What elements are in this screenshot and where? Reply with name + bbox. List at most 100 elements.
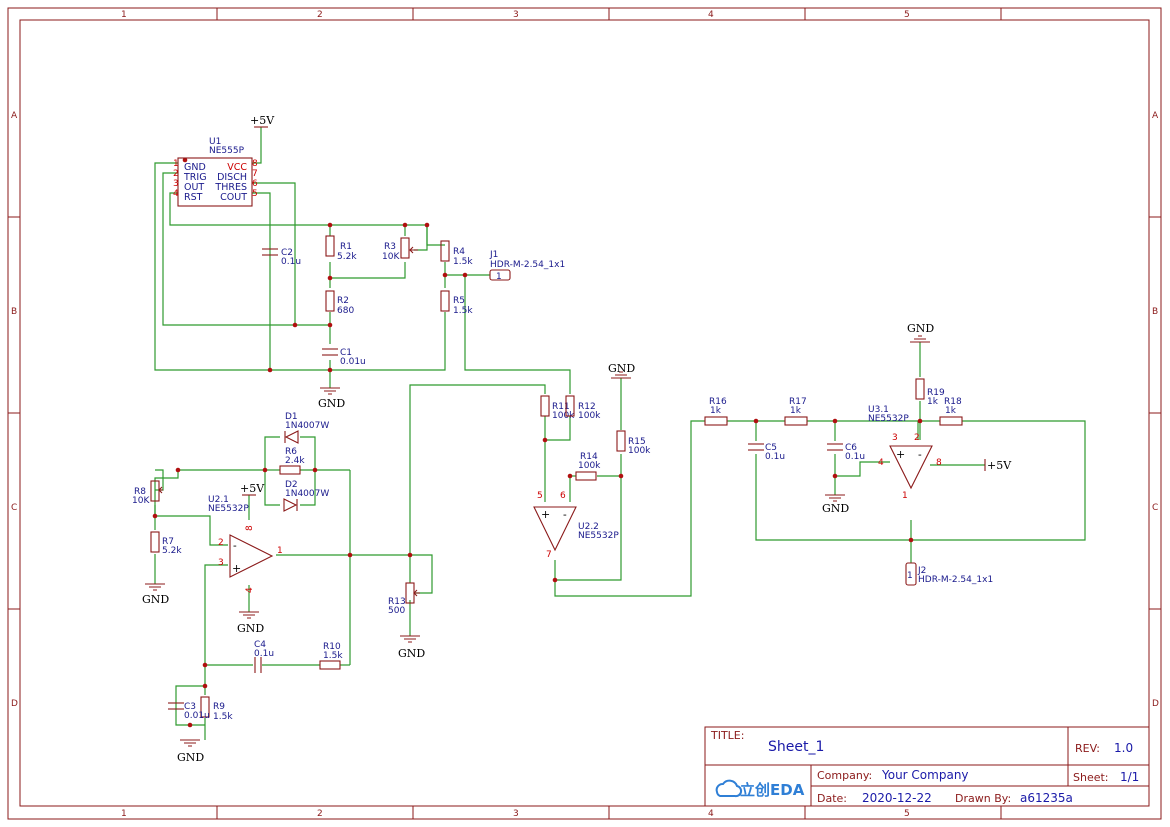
capacitor-c6[interactable]: C60.1u: [827, 443, 865, 462]
svg-text:+5V: +5V: [250, 114, 275, 127]
svg-text:5: 5: [537, 491, 543, 501]
pin-number: 2: [173, 169, 179, 179]
svg-text:C6: C6: [845, 443, 857, 453]
drawn-by-label: Drawn By:: [955, 792, 1011, 805]
svg-text:100k: 100k: [578, 461, 601, 471]
pin-number: 8: [252, 159, 258, 169]
svg-text:+5V: +5V: [987, 459, 1012, 472]
svg-text:0.01u: 0.01u: [184, 711, 210, 721]
lceda-logo: 立创EDA: [715, 779, 805, 799]
svg-text:R4: R4: [453, 247, 465, 257]
pin-name: THRES: [214, 182, 247, 193]
pin-name: TRIG: [183, 172, 207, 183]
svg-text:1.5k: 1.5k: [453, 306, 473, 316]
pin-name: GND: [184, 162, 206, 173]
rev-value: 1.0: [1114, 741, 1133, 755]
svg-text:1: 1: [907, 571, 913, 581]
pin-name: COUT: [220, 192, 247, 203]
svg-text:1: 1: [277, 546, 283, 556]
svg-text:HDR-M-2.54_1x1: HDR-M-2.54_1x1: [918, 575, 993, 585]
svg-text:D2: D2: [285, 480, 298, 490]
col-label-bottom: 2: [317, 809, 323, 819]
col-label-top: 1: [121, 10, 127, 20]
pin-name: DISCH: [217, 172, 247, 183]
svg-text:+5V: +5V: [240, 482, 265, 495]
svg-text:-: -: [233, 539, 237, 552]
capacitor-c2[interactable]: C20.1u: [262, 248, 301, 267]
svg-text:7: 7: [546, 550, 552, 560]
svg-text:8: 8: [245, 525, 255, 531]
svg-text:R5: R5: [453, 296, 465, 306]
svg-text:C5: C5: [765, 443, 777, 453]
svg-text:1.5k: 1.5k: [453, 257, 473, 267]
u1-ne555-ic[interactable]: U1 NE555P 1 2 3 4 GND TRIG OUT RST VCC D…: [173, 137, 258, 207]
resistor-r9[interactable]: R91.5k: [200, 696, 233, 722]
svg-text:U3.1: U3.1: [868, 405, 889, 415]
capacitor-c5[interactable]: C50.1u: [748, 443, 785, 462]
svg-text:100k: 100k: [552, 411, 575, 421]
svg-text:C3: C3: [184, 702, 196, 712]
grid-labels: 1 2 3 4 5 1 2 3 4 5 A B C D A B C D: [11, 10, 1159, 819]
resistor-r6[interactable]: R62.4k: [279, 447, 305, 475]
svg-text:2.4k: 2.4k: [285, 456, 305, 466]
svg-text:GND: GND: [177, 751, 204, 764]
ground-symbols: GND GND GND GND GND GND GND GND: [142, 322, 934, 764]
svg-text:R11: R11: [552, 402, 570, 412]
svg-text:J1: J1: [489, 250, 498, 260]
svg-text:J2: J2: [917, 566, 926, 576]
svg-text:GND: GND: [318, 397, 345, 410]
capacitor-c1[interactable]: C10.01u: [322, 348, 366, 367]
svg-text:1k: 1k: [945, 406, 957, 416]
resistor-r5[interactable]: R51.5k: [440, 290, 473, 316]
svg-text:C1: C1: [340, 348, 352, 358]
resistor-r7[interactable]: R75.2k: [150, 531, 182, 556]
svg-text:1N4007W: 1N4007W: [285, 489, 329, 499]
row-label-right: C: [1152, 503, 1158, 513]
svg-text:10K: 10K: [132, 496, 150, 506]
svg-text:0.01u: 0.01u: [340, 357, 366, 367]
pin-name: RST: [184, 192, 203, 203]
svg-text:1.5k: 1.5k: [213, 712, 233, 722]
svg-text:+: +: [896, 448, 905, 461]
junctions: [152, 157, 923, 728]
svg-text:0.1u: 0.1u: [254, 649, 274, 659]
svg-text:680: 680: [337, 306, 354, 316]
svg-text:U2.2: U2.2: [578, 522, 599, 532]
svg-text:-: -: [563, 508, 567, 521]
row-label-right: A: [1152, 111, 1159, 121]
col-label-top: 3: [513, 10, 519, 20]
resistor-r4[interactable]: R41.5k: [440, 240, 473, 267]
svg-text:1k: 1k: [927, 397, 939, 407]
svg-text:R14: R14: [580, 452, 598, 462]
row-label-left: C: [11, 503, 17, 513]
svg-text:GND: GND: [237, 622, 264, 635]
svg-text:0.1u: 0.1u: [765, 452, 785, 462]
svg-text:GND: GND: [608, 362, 635, 375]
capacitor-c4[interactable]: C40.1u: [254, 640, 274, 673]
svg-text:5.2k: 5.2k: [337, 252, 357, 262]
capacitor-c3[interactable]: C30.01u: [168, 702, 210, 721]
resistor-r1[interactable]: R15.2k: [325, 235, 357, 262]
svg-text:GND: GND: [822, 502, 849, 515]
